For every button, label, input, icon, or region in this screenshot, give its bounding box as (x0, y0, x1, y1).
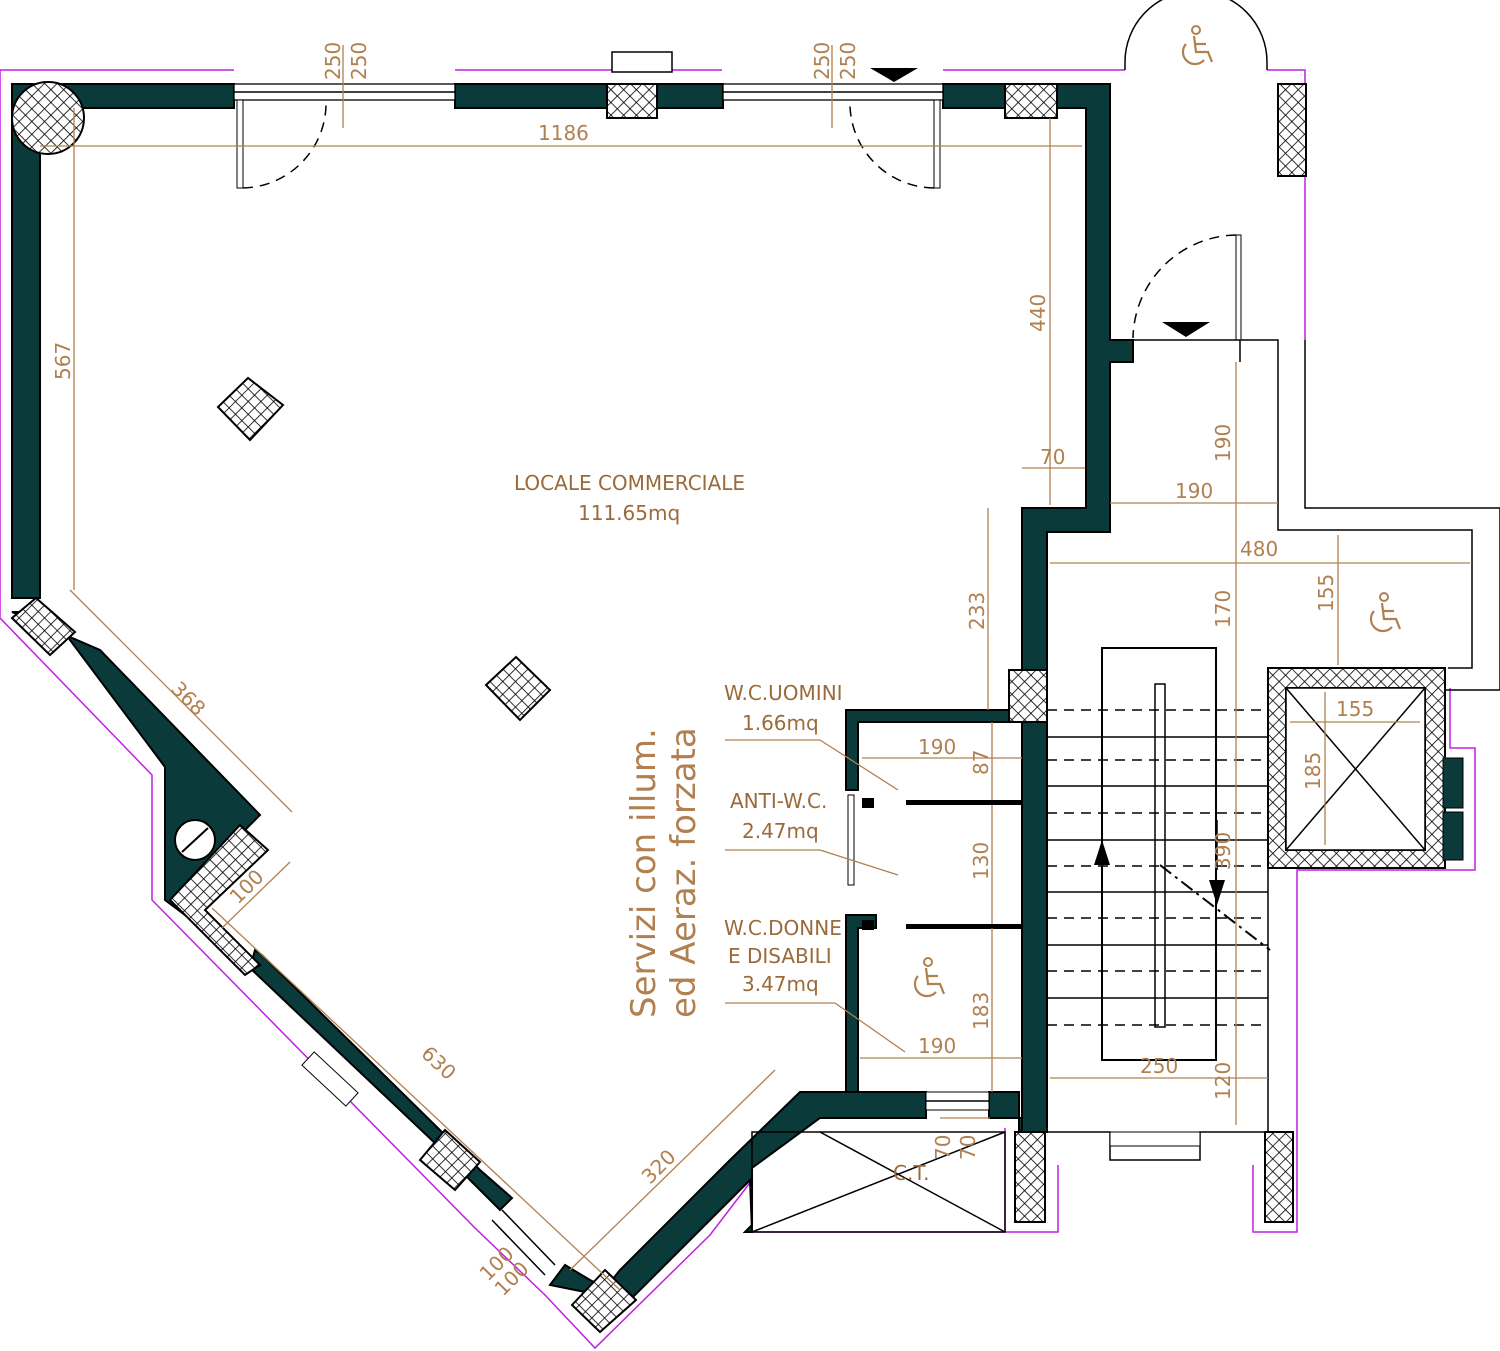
column (1014, 1131, 1046, 1223)
dim-left-wall: 567 (51, 342, 75, 380)
dim-right-440: 440 (1026, 294, 1050, 332)
wheelchair-icon (1181, 24, 1214, 66)
staircase (1047, 647, 1271, 1061)
dim-wc-130: 130 (969, 842, 993, 880)
room-wc-women-area: 3.47mq (742, 972, 819, 996)
round-column (11, 81, 85, 155)
column (10, 596, 77, 657)
entrance-arrow-icon (1162, 322, 1210, 337)
dim-diag-lower: 630 (417, 1041, 461, 1085)
lift-shaft (1267, 667, 1464, 869)
dimension-labels: 1186 250 250 250 250 567 440 70 233 368 … (51, 42, 1374, 1301)
room-wc-women-line1: W.C.DONNE (724, 916, 842, 940)
dim-hall-190-h: 190 (1175, 479, 1213, 503)
wc-partitions (847, 794, 1022, 930)
dim-diag-320: 320 (637, 1145, 681, 1189)
column (606, 83, 658, 119)
column (570, 1268, 638, 1334)
column (168, 823, 270, 977)
room-wc-women-line2: E DISABILI (728, 944, 832, 968)
dim-hall-155-v: 155 (1314, 574, 1338, 612)
dim-stair-250: 250 (1140, 1054, 1178, 1078)
dim-ct-70-a: 70 (931, 1135, 955, 1160)
dim-top-width: 1186 (538, 121, 589, 145)
dim-window2-a: 250 (810, 42, 834, 80)
room-anti-wc-name: ANTI-W.C. (730, 789, 827, 813)
dim-lift-155: 155 (1336, 697, 1374, 721)
dim-window1-b: 250 (347, 42, 371, 80)
room-main-area: 111.65mq (578, 501, 680, 525)
column (484, 655, 552, 722)
column (1004, 83, 1058, 119)
services-note-line2: ed Aeraz. forzata (664, 727, 704, 1018)
room-anti-wc-area: 2.47mq (742, 819, 819, 843)
wheelchair-icon (1369, 591, 1402, 633)
wheelchair-icon (913, 956, 946, 998)
down-arrow-icon (1209, 880, 1225, 905)
dimension-lines (40, 45, 1470, 1291)
dim-ct-70-b: 70 (956, 1135, 980, 1160)
up-arrow-icon (1094, 840, 1110, 865)
columns (10, 81, 1307, 1334)
dim-hall-480: 480 (1240, 537, 1278, 561)
room-wc-men-area: 1.66mq (742, 711, 819, 735)
dim-window2-b: 250 (836, 42, 860, 80)
column (1264, 1131, 1294, 1223)
services-note-line1: Servizi con illum. (624, 728, 664, 1018)
dim-window1-a: 250 (321, 42, 345, 80)
dim-hall-170: 170 (1211, 590, 1235, 628)
ct-label: C.T. (893, 1161, 930, 1185)
dim-hall-190-v: 190 (1211, 424, 1235, 462)
column (216, 376, 285, 442)
dim-diag-upper: 368 (166, 677, 210, 721)
column (1277, 83, 1307, 177)
hall-outlines (1047, 339, 1500, 1161)
room-main-name: LOCALE COMMERCIALE (514, 471, 745, 495)
room-wc-men-name: W.C.UOMINI (724, 681, 843, 705)
openings (233, 0, 1268, 1276)
dim-right-233: 233 (965, 592, 989, 630)
dim-lift-185: 185 (1301, 752, 1325, 790)
dim-wc-190-bottom: 190 (918, 1034, 956, 1058)
dim-right-70: 70 (1040, 445, 1065, 469)
dim-wc-87: 87 (969, 750, 993, 775)
column (418, 1128, 482, 1192)
dim-wc-190-top: 190 (918, 735, 956, 759)
entrance-arrow-icon (870, 68, 918, 82)
dim-stair-120: 120 (1211, 1062, 1235, 1100)
dim-stair-390: 390 (1211, 832, 1235, 870)
column (1008, 669, 1048, 723)
room-labels: LOCALE COMMERCIALE 111.65mq W.C.UOMINI 1… (514, 471, 1402, 1185)
dim-wc-183: 183 (969, 992, 993, 1030)
